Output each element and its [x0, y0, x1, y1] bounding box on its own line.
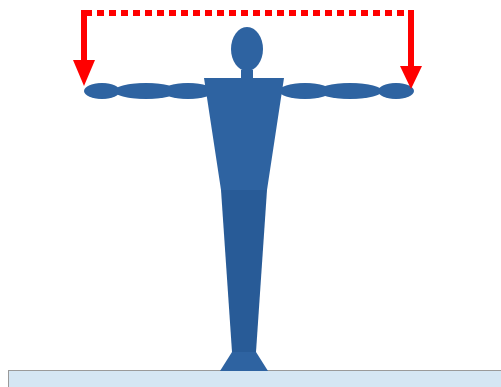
left-arrow-head: [73, 60, 95, 86]
figure-right-hand: [378, 83, 414, 99]
figure-feet: [220, 352, 268, 371]
figure-head: [231, 27, 263, 71]
left-arrow-shaft: [81, 10, 87, 62]
arrow-down-icon: [400, 10, 422, 89]
human-figure-arms-outstretched-icon: [84, 27, 414, 371]
figure-torso: [204, 78, 284, 190]
arrow-down-icon: [73, 10, 95, 86]
right-arrow-shaft: [408, 10, 414, 67]
figure-right-forearm: [318, 83, 382, 99]
figure-legs: [221, 190, 267, 352]
floor-platform: [9, 371, 501, 387]
